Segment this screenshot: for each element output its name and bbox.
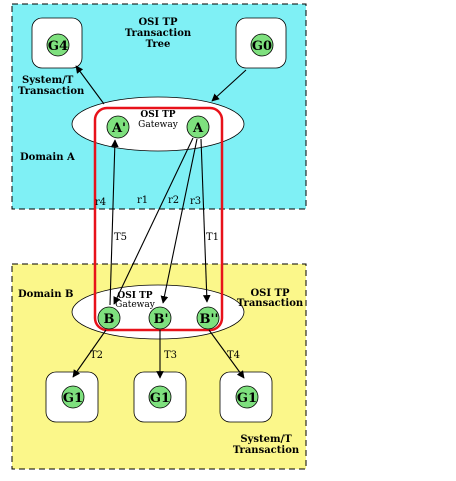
node-b-double-prime: B'' <box>196 306 220 330</box>
arrow-r2 <box>160 138 198 304</box>
domain-b-label: Domain B <box>18 289 73 300</box>
arrow-r3 <box>200 138 211 303</box>
arrow-gateway-to-g4 <box>75 65 105 105</box>
node-a: A <box>186 115 210 139</box>
node-a-prime: A' <box>106 115 130 139</box>
arrow-g0-to-gateway <box>211 69 247 102</box>
svg-text:B': B' <box>154 312 169 327</box>
node-g1-left: G1 <box>61 385 85 409</box>
gateway-b-line-2: Gateway <box>115 300 156 310</box>
gateway-a-line-1: OSI TP <box>140 110 175 120</box>
node-g1-mid: G1 <box>148 385 172 409</box>
osi-tp-transaction-line-1: OSI TP <box>250 288 290 299</box>
node-g0: G0 <box>250 33 274 57</box>
label-r2: r2 <box>168 195 179 206</box>
tree-title-line-2: Transaction <box>125 28 192 39</box>
gateway-a-line-2: Gateway <box>138 120 179 130</box>
label-t1: T1 <box>206 232 219 243</box>
system-t-b-line-2: Transaction <box>233 445 300 456</box>
svg-text:A: A <box>192 121 204 136</box>
svg-text:B'': B'' <box>200 312 219 327</box>
svg-text:B: B <box>104 312 115 327</box>
highlight-border <box>93 106 224 332</box>
system-t-a-line-1: System/T <box>22 75 74 86</box>
node-g1-right: G1 <box>235 385 259 409</box>
tree-title-line-1: OSI TP <box>138 17 178 28</box>
label-t4: T4 <box>227 350 240 361</box>
arrow-t4 <box>208 329 245 379</box>
svg-text:G1: G1 <box>237 391 257 406</box>
node-g4: G4 <box>46 33 70 57</box>
gateway-b-line-1: OSI TP <box>117 291 152 301</box>
label-r1: r1 <box>137 195 148 206</box>
label-r3: r3 <box>190 196 201 207</box>
label-t3: T3 <box>164 350 177 361</box>
tree-title-line-3: Tree <box>146 39 171 50</box>
svg-text:G1: G1 <box>63 391 83 406</box>
arrow-t2 <box>72 329 107 378</box>
label-r4: r4 <box>95 197 106 208</box>
osi-tp-transaction-line-2: Transaction <box>237 298 304 309</box>
svg-text:A': A' <box>111 121 126 136</box>
system-t-b-line-1: System/T <box>240 434 292 445</box>
svg-text:G1: G1 <box>150 391 170 406</box>
domain-a-label: Domain A <box>20 152 75 163</box>
node-b-prime: B' <box>148 306 172 330</box>
arrow-r1 <box>113 137 194 305</box>
svg-text:G4: G4 <box>48 39 68 54</box>
svg-text:G0: G0 <box>252 39 272 54</box>
label-t2: T2 <box>90 350 103 361</box>
node-b: B <box>97 306 121 330</box>
arrow-r4 <box>109 139 119 306</box>
system-t-a-line-2: Transaction <box>18 86 85 97</box>
label-t5: T5 <box>114 232 127 243</box>
